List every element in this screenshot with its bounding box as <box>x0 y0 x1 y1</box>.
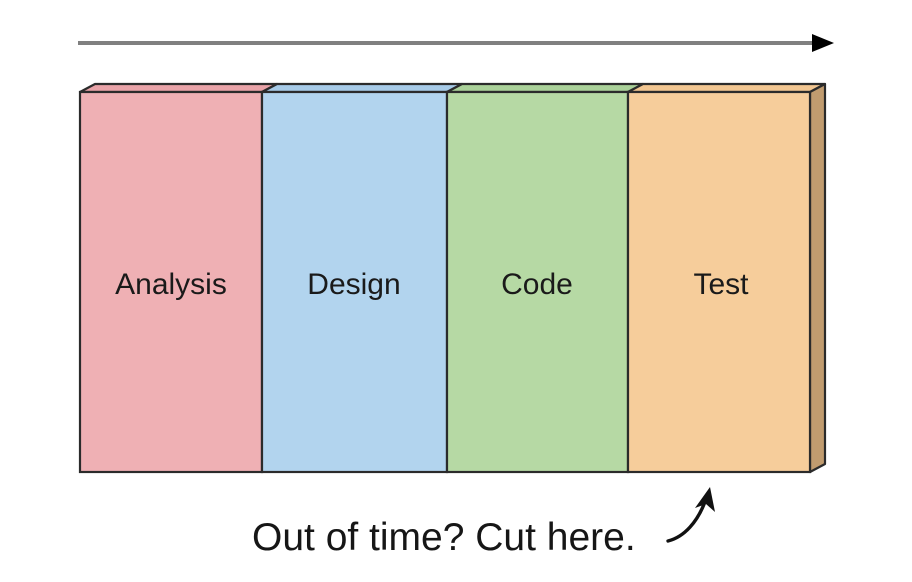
phase-label-analysis: Analysis <box>115 268 227 301</box>
phase-block-design[interactable] <box>260 90 449 474</box>
phase-top-face-analysis <box>78 82 279 94</box>
phase-top-face-code <box>445 82 645 94</box>
phase-top-face-design <box>260 82 464 94</box>
cut-here-caption: Out of time? Cut here. <box>252 516 636 559</box>
phase-top-face-test <box>626 82 827 94</box>
phase-label-design: Design <box>307 268 400 301</box>
curved-cut-arrow-icon <box>666 487 715 543</box>
time-arrow-head-icon <box>812 34 834 52</box>
block-right-side-face <box>808 82 827 474</box>
phase-label-code: Code <box>501 268 573 301</box>
phase-block-analysis[interactable] <box>78 90 264 474</box>
block-front-faces <box>78 90 812 474</box>
block-top-faces <box>78 82 827 94</box>
phase-block-code[interactable] <box>445 90 630 474</box>
curved-arrow-head <box>695 487 715 512</box>
time-arrow <box>78 34 834 52</box>
phase-label-test: Test <box>693 268 749 301</box>
phase-block-test[interactable] <box>626 90 812 474</box>
